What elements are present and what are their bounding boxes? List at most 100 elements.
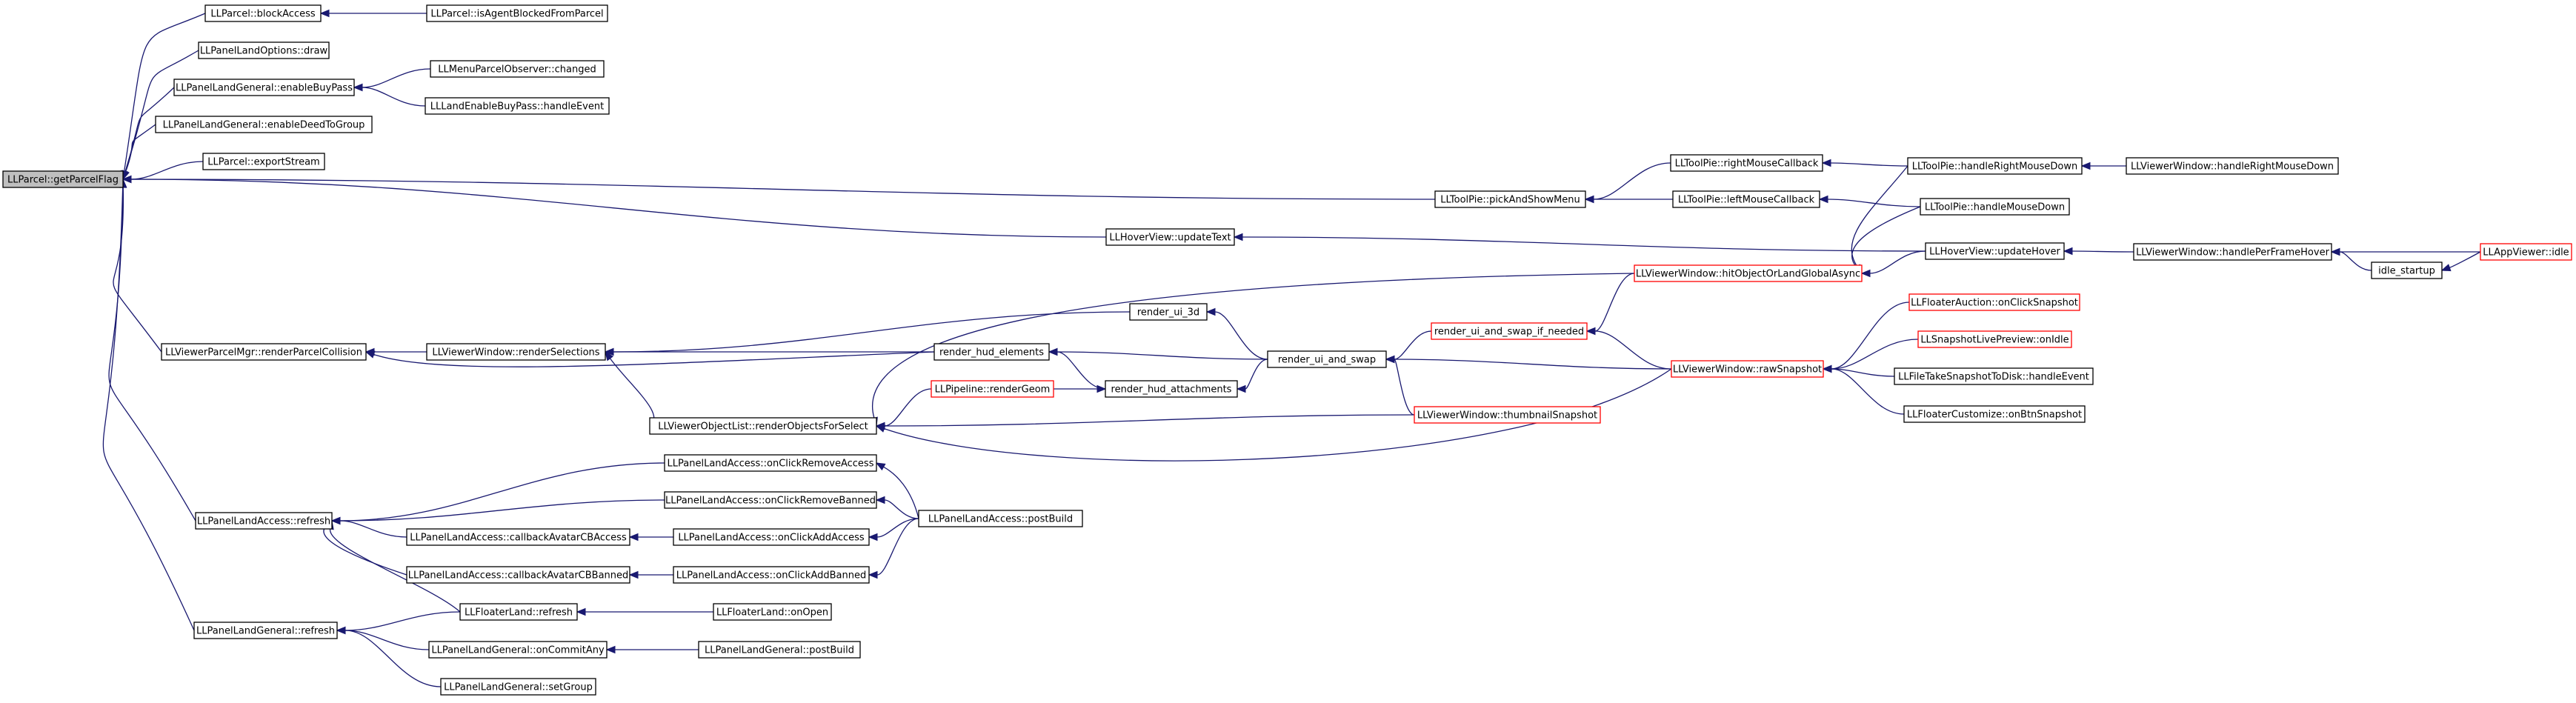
node-on-click-add-banned[interactable]: LLPanelLandAccess::onClickAddBanned — [673, 566, 870, 584]
node-hover-update-text[interactable]: LLHoverView::updateText — [1105, 228, 1235, 246]
node-render-ui-swap-if-needed[interactable]: render_ui_and_swap_if_needed — [1431, 322, 1588, 340]
node-root[interactable]: LLParcel::getParcelFlag — [2, 170, 124, 188]
edge-arrowhead — [2330, 247, 2340, 256]
node-render-objects-for-select[interactable]: LLViewerObjectList::renderObjectsForSele… — [649, 417, 877, 435]
edge-line — [609, 358, 655, 427]
node-land-general-post-build[interactable]: LLPanelLandGeneral::postBuild — [698, 641, 861, 659]
edge-render-hud-elements-to-render-selections — [604, 347, 934, 356]
edge-line — [2449, 251, 2481, 268]
node-hover-update-hover[interactable]: LLHoverView::updateHover — [1925, 242, 2065, 260]
node-box — [161, 343, 367, 361]
edge-arrowhead — [628, 533, 639, 542]
edge-line — [884, 499, 919, 519]
node-render-ui-and-swap[interactable]: render_ui_and_swap — [1267, 350, 1387, 368]
node-box — [1903, 405, 2086, 423]
node-render-hud-elements[interactable]: render_hud_elements — [933, 343, 1050, 361]
edge-render-ui-and-swap-to-render-ui3d — [1205, 307, 1268, 360]
node-file-take-snapshot[interactable]: LLFileTakeSnapshotToDisk::handleEvent — [1894, 367, 2094, 385]
node-handle-mouse-down[interactable]: LLToolPie::handleMouseDown — [1920, 198, 2070, 216]
node-set-group[interactable]: LLPanelLandGeneral::setGroup — [440, 678, 596, 696]
node-pick-and-show-menu[interactable]: LLToolPie::pickAndShowMenu — [1434, 190, 1586, 208]
edge-line — [323, 526, 407, 576]
node-idle-startup[interactable]: idle_startup — [2371, 261, 2443, 279]
node-box — [1920, 198, 2070, 216]
node-render-parcel-collision[interactable]: LLViewerParcelMgr::renderParcelCollision — [161, 343, 367, 361]
node-box — [1672, 190, 1820, 208]
node-enable-buy-pass[interactable]: LLPanelLandGeneral::enableBuyPass — [173, 79, 355, 96]
node-enable-deed-to-group[interactable]: LLPanelLandGeneral::enableDeedToGroup — [155, 116, 373, 133]
node-floater-land-on-open[interactable]: LLFloaterLand::onOpen — [713, 603, 832, 621]
node-raw-snapshot[interactable]: LLViewerWindow::rawSnapshot — [1671, 360, 1824, 378]
node-render-selections[interactable]: LLViewerWindow::renderSelections — [426, 343, 606, 361]
edge-arrowhead — [1822, 364, 1832, 373]
node-label: LLSnapshotLivePreview::onIdle — [1920, 335, 2069, 346]
node-floater-auction[interactable]: LLFloaterAuction::onClickSnapshot — [1908, 293, 2080, 311]
edge-arrowhead — [353, 83, 363, 92]
node-land-options-draw[interactable]: LLPanelLandOptions::draw — [198, 41, 330, 59]
edge-cb-avatar-banned-to-land-access-refresh — [323, 520, 407, 576]
node-box — [195, 512, 333, 530]
node-label: LLPanelLandAccess::onClickRemoveAccess — [668, 459, 874, 470]
edge-arrowhead — [1584, 195, 1594, 204]
node-label: LLToolPie::pickAndShowMenu — [1440, 195, 1580, 206]
node-on-click-add-access[interactable]: LLPanelLandAccess::onClickAddAccess — [673, 528, 870, 546]
edge-line — [1214, 311, 1268, 360]
node-land-access-refresh[interactable]: LLPanelLandAccess::refresh — [195, 512, 333, 530]
edge-land-access-post-build-to-on-click-add-banned — [868, 518, 919, 579]
node-on-click-remove-access[interactable]: LLPanelLandAccess::onClickRemoveAccess — [664, 454, 877, 472]
node-is-agent-blocked[interactable]: LLParcel::isAgentBlockedFromParcel — [426, 4, 608, 22]
node-floater-customize[interactable]: LLFloaterCustomize::onBtnSnapshot — [1903, 405, 2086, 423]
edge-arrowhead — [2440, 264, 2452, 272]
node-label: render_hud_attachments — [1111, 384, 1232, 396]
node-snapshot-live-preview[interactable]: LLSnapshotLivePreview::onIdle — [1917, 330, 2072, 348]
edge-render-hud-attachments-to-render-hud-elements — [1048, 347, 1106, 390]
node-hit-object[interactable]: LLViewerWindow::hitObjectOrLandGlobalAsy… — [1634, 264, 1863, 282]
node-on-click-remove-banned[interactable]: LLPanelLandAccess::onClickRemoveBanned — [664, 491, 877, 509]
edge-arrowhead — [605, 350, 614, 362]
node-menu-parcel-obs[interactable]: LLMenuParcelObserver::changed — [430, 60, 605, 78]
node-export-stream[interactable]: LLParcel::exportStream — [202, 153, 325, 170]
node-on-commit-any[interactable]: LLPanelLandGeneral::onCommitAny — [428, 641, 608, 659]
node-box — [1907, 157, 2083, 175]
node-box — [2133, 243, 2332, 261]
edge-arrowhead — [2063, 247, 2073, 256]
edge-line — [362, 68, 431, 88]
edge-handle-right-mouse-down-to-right-mouse-cb — [1821, 159, 1908, 167]
node-box — [430, 60, 605, 78]
node-land-general-refresh[interactable]: LLPanelLandGeneral::refresh — [193, 622, 338, 639]
node-app-idle[interactable]: LLAppViewer::idle — [2480, 243, 2572, 261]
node-floater-land-refresh[interactable]: LLFloaterLand::refresh — [459, 603, 578, 621]
node-thumbnail-snapshot[interactable]: LLViewerWindow::thumbnailSnapshot — [1414, 406, 1601, 424]
node-block-access[interactable]: LLParcel::blockAccess — [204, 4, 322, 22]
node-box — [713, 603, 832, 621]
node-land-access-post-build[interactable]: LLPanelLandAccess::postBuild — [918, 510, 1083, 527]
edge-render-ui3d-to-render-selections — [604, 311, 1131, 356]
edge-on-click-remove-banned-to-land-access-refresh — [330, 499, 665, 525]
node-box — [204, 4, 322, 22]
node-label: LLPanelLandGeneral::enableBuyPass — [176, 83, 353, 94]
edge-line — [330, 528, 461, 613]
node-win-handle-right-mouse-down[interactable]: LLViewerWindow::handleRightMouseDown — [2126, 157, 2339, 175]
node-label: LLMenuParcelObserver::changed — [438, 64, 596, 76]
node-cb-avatar-banned[interactable]: LLPanelLandAccess::callbackAvatarCBBanne… — [406, 566, 630, 584]
node-render-hud-attachments[interactable]: render_hud_attachments — [1105, 380, 1238, 398]
node-land-enable-buy-pass[interactable]: LLLandEnableBuyPass::handleEvent — [425, 97, 610, 115]
node-box — [673, 528, 870, 546]
node-left-mouse-cb[interactable]: LLToolPie::leftMouseCallback — [1672, 190, 1820, 208]
node-handle-right-mouse-down[interactable]: LLToolPie::handleRightMouseDown — [1907, 157, 2083, 175]
edge-arrowhead — [1096, 384, 1107, 393]
node-cb-avatar-access[interactable]: LLPanelLandAccess::callbackAvatarCBAcces… — [406, 528, 630, 546]
edge-right-mouse-cb-to-pick-and-show-menu — [1584, 162, 1671, 204]
node-pipeline-render-geom[interactable]: LLPipeline::renderGeom — [931, 380, 1054, 398]
edge-line — [113, 187, 162, 353]
node-right-mouse-cb[interactable]: LLToolPie::rightMouseCallback — [1670, 154, 1823, 172]
edge-arrowhead — [605, 645, 616, 654]
node-render-ui3d[interactable]: render_ui_3d — [1129, 303, 1208, 321]
node-handle-per-frame-hover[interactable]: LLViewerWindow::handlePerFrameHover — [2133, 243, 2332, 261]
node-box — [2126, 157, 2339, 175]
edge-handle-right-mouse-down-to-hit-object — [1851, 165, 1908, 275]
node-box — [428, 641, 608, 659]
node-box — [1925, 242, 2065, 260]
edge-arrowhead — [330, 516, 341, 525]
edge-line — [362, 87, 426, 107]
